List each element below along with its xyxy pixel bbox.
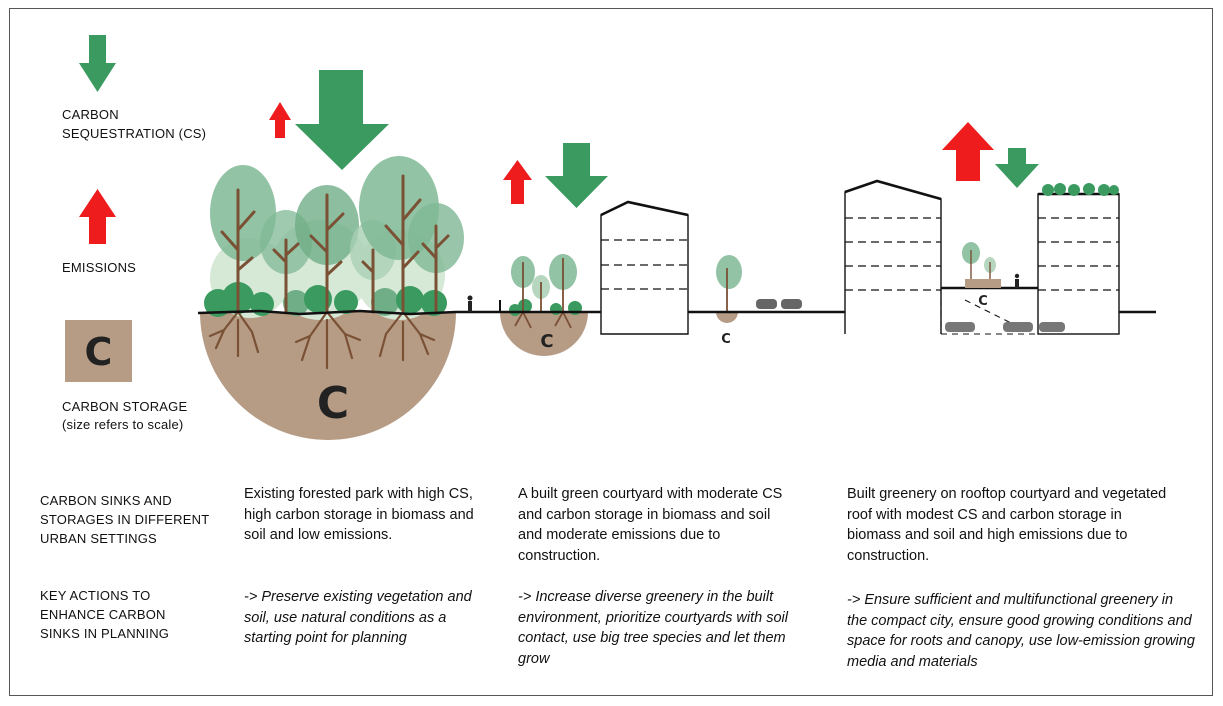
street-storage-symbol: C: [721, 332, 731, 347]
courtyard-cs-arrow-icon: [545, 143, 608, 208]
rooftop-storage-symbol: C: [978, 294, 988, 309]
scenario-3-action: -> Ensure sufficient and multifunctional…: [847, 592, 1195, 670]
forest-emissions-arrow-icon: [269, 102, 291, 138]
courtyard-emissions-arrow-icon: [503, 160, 532, 204]
legend-emissions-label: EMISSIONS: [62, 260, 137, 275]
legend-cs-arrow-icon: [79, 35, 116, 92]
legend-storage-symbol: C: [85, 330, 113, 374]
row-label-actions: KEY ACTIONS TO ENHANCE CARBON SINKS IN P…: [40, 588, 170, 641]
rooftop-cs-arrow-icon: [995, 148, 1039, 188]
legend-storage-icon: C: [65, 320, 132, 382]
forest-cs-arrow-icon: [295, 70, 389, 170]
rooftop-emissions-arrow-icon: [942, 122, 994, 181]
scenario-1-description: Existing forested park with high CS, hig…: [244, 486, 474, 543]
forest-park-scene: C: [197, 70, 501, 440]
rooftop-scene: C: [844, 122, 1156, 335]
courtyard-storage-symbol: C: [540, 331, 553, 352]
row-label-sinks: CARBON SINKS AND STORAGES IN DIFFERENT U…: [40, 493, 210, 546]
legend-cs-label: CARBON SEQUESTRATION (CS): [62, 107, 207, 141]
figure-frame: [9, 8, 1213, 696]
scenario-3-description: Built greenery on rooftop courtyard and …: [847, 486, 1167, 564]
legend-storage-note: (size refers to scale): [62, 417, 184, 432]
scenario-2-action: -> Increase diverse greenery in the buil…: [518, 589, 788, 667]
scenario-1-action: -> Preserve existing vegetation and soil…: [244, 589, 472, 646]
forest-storage-symbol: C: [317, 378, 349, 429]
legend-emissions-arrow-icon: [79, 189, 116, 244]
courtyard-scene: C C: [500, 143, 845, 356]
legend-storage-label: CARBON STORAGE: [62, 399, 188, 414]
scenario-2-description: A built green courtyard with moderate CS…: [518, 486, 783, 564]
